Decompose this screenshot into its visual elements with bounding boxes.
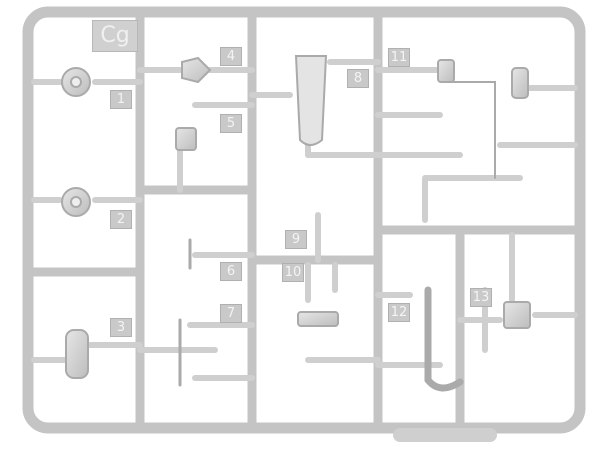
- sprue-code-label: Cg: [92, 20, 138, 52]
- part-number-5: 5: [220, 114, 242, 133]
- part-number-8: 8: [347, 69, 369, 88]
- part-number-10: 10: [282, 263, 304, 282]
- gates: [31, 59, 578, 442]
- part-number-3: 3: [110, 318, 132, 337]
- part-number-11: 11: [388, 48, 410, 67]
- part-number-1: 1: [110, 90, 132, 109]
- part-number-9: 9: [285, 230, 307, 249]
- part-number-7: 7: [220, 304, 242, 323]
- part-number-6: 6: [220, 262, 242, 281]
- part-number-2: 2: [110, 210, 132, 229]
- parts: [61, 55, 531, 392]
- part-number-12: 12: [388, 303, 410, 322]
- outer-frame: [22, 6, 586, 434]
- part-number-4: 4: [220, 47, 242, 66]
- part-number-13: 13: [470, 288, 492, 307]
